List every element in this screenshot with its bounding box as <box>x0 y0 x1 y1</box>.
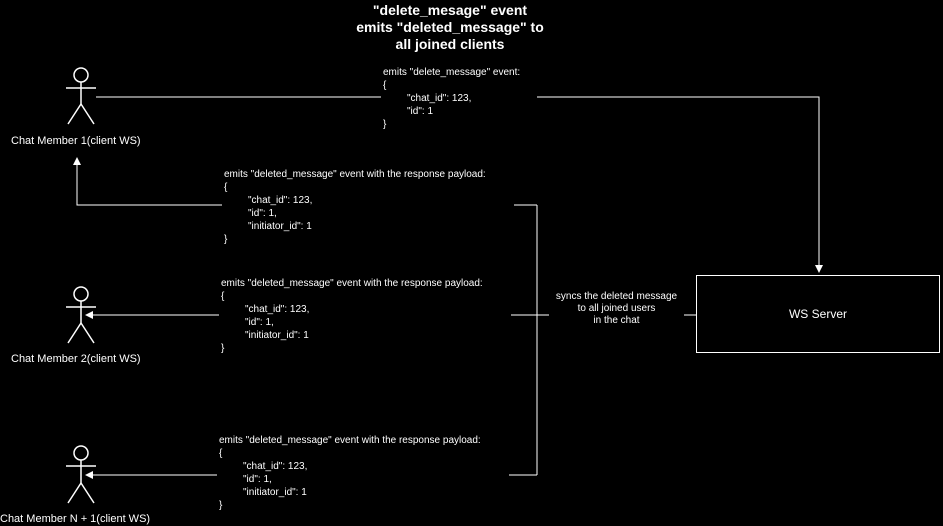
sync-label: syncs the deleted message to all joined … <box>549 291 684 327</box>
delete-payload-id: "id": 1 <box>407 106 434 117</box>
deleted-payload-open: { <box>221 291 225 302</box>
delete-payload-chat-id: "chat_id": 123, <box>407 93 472 104</box>
delete-message-edge <box>96 96 823 273</box>
deleted-payload-initiator-id: "initiator_id": 1 <box>243 487 307 498</box>
ws-server-label: WS Server <box>788 307 847 321</box>
deleted-payload-header: emits "deleted_message" event with the r… <box>219 435 481 446</box>
deleted-message-payload-2: emits "deleted_message" event with the r… <box>219 276 511 356</box>
deleted-payload-chat-id: "chat_id": 123, <box>245 304 310 315</box>
delete-message-payload: emits "delete_message" event: { "chat_id… <box>381 65 537 133</box>
deleted-payload-id: "id": 1, <box>245 317 274 328</box>
deleted-payload-chat-id: "chat_id": 123, <box>248 195 313 206</box>
deleted-message-payload-n: emits "deleted_message" event with the r… <box>217 433 509 515</box>
sync-label-line-3: in the chat <box>593 315 640 326</box>
deleted-payload-id: "id": 1, <box>248 208 277 219</box>
deleted-payload-close: } <box>219 500 223 511</box>
deleted-payload-initiator-id: "initiator_id": 1 <box>248 221 312 232</box>
chat-member-2-figure <box>66 286 96 344</box>
deleted-payload-open: { <box>219 448 223 459</box>
chat-member-2-label: Chat Member 2(client WS) <box>11 353 141 365</box>
deleted-payload-header: emits "deleted_message" event with the r… <box>224 169 486 180</box>
title-line-1: "delete_mesage" event <box>372 2 528 18</box>
ws-server-node: WS Server <box>696 275 940 353</box>
sync-label-line-1: syncs the deleted message <box>555 291 678 302</box>
diagram-title: "delete_mesage" event emits "deleted_mes… <box>300 2 600 53</box>
deleted-payload-initiator-id: "initiator_id": 1 <box>245 330 309 341</box>
chat-member-n-figure <box>66 445 96 504</box>
chat-member-1-figure <box>66 67 96 125</box>
delete-payload-close: } <box>383 119 387 130</box>
delete-payload-header: emits "delete_message" event: <box>383 67 521 78</box>
deleted-payload-open: { <box>224 182 228 193</box>
deleted-payload-chat-id: "chat_id": 123, <box>243 461 308 472</box>
deleted-message-payload-1: emits "deleted_message" event with the r… <box>222 167 514 247</box>
sync-label-line-2: to all joined users <box>577 303 656 314</box>
delete-payload-open: { <box>383 80 387 91</box>
chat-member-1-label: Chat Member 1(client WS) <box>11 135 141 147</box>
title-line-2: emits "deleted_message" to <box>356 19 544 35</box>
deleted-payload-header: emits "deleted_message" event with the r… <box>221 278 483 289</box>
deleted-payload-close: } <box>221 343 225 354</box>
title-line-3: all joined clients <box>395 36 505 52</box>
deleted-payload-id: "id": 1, <box>243 474 272 485</box>
deleted-payload-close: } <box>224 234 228 245</box>
chat-member-n-label: Chat Member N + 1(client WS) <box>0 513 151 525</box>
